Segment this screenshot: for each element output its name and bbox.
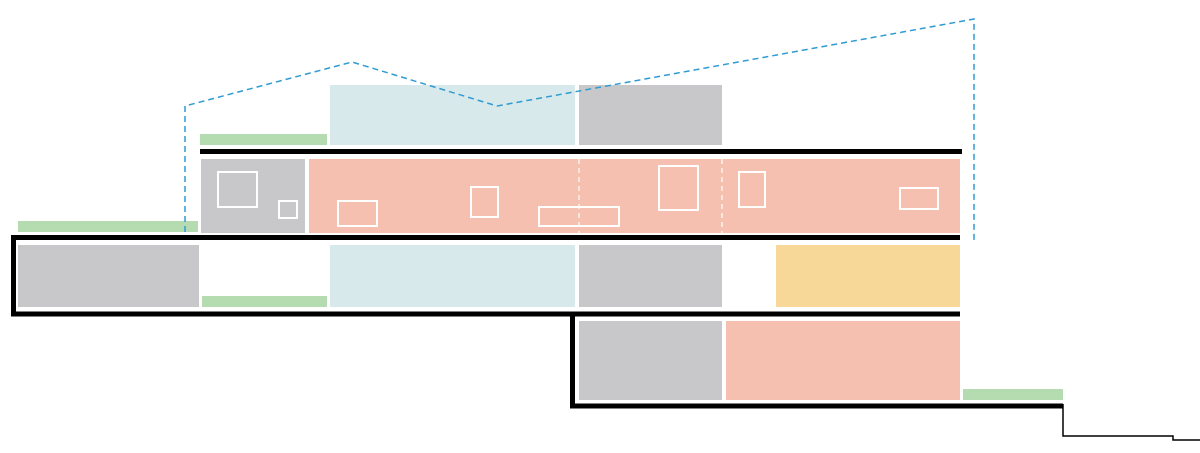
floor2-gray-room xyxy=(201,159,305,233)
window-outline xyxy=(538,206,620,227)
floor1-yellow-room xyxy=(776,245,960,307)
window-outline xyxy=(899,187,939,210)
upper-light-blue-volume xyxy=(330,85,575,145)
window-outline xyxy=(337,200,378,227)
left-green-strip xyxy=(18,221,198,232)
ground-green-strip xyxy=(963,389,1063,400)
middle-slab-outline xyxy=(11,235,960,317)
upper-gray-volume xyxy=(579,85,722,145)
window-outline xyxy=(217,171,258,208)
floor2-salmon-room xyxy=(309,159,960,233)
window-outline xyxy=(658,165,699,211)
floor1-gray-room-center xyxy=(579,245,722,307)
floor0-gray-room xyxy=(579,321,722,400)
floor1-light-blue-room xyxy=(330,245,575,307)
lower-slab-outline xyxy=(570,311,1063,409)
roof-envelope-dashed xyxy=(184,18,975,240)
floor1-green-terrace xyxy=(202,296,327,307)
window-outline xyxy=(738,171,766,208)
ground-line xyxy=(1062,404,1200,441)
window-outline xyxy=(470,186,499,218)
floor0-salmon-room xyxy=(726,321,960,400)
floor1-gray-room xyxy=(18,245,199,307)
window-outline xyxy=(278,200,298,219)
upper-green-terrace xyxy=(200,134,327,145)
